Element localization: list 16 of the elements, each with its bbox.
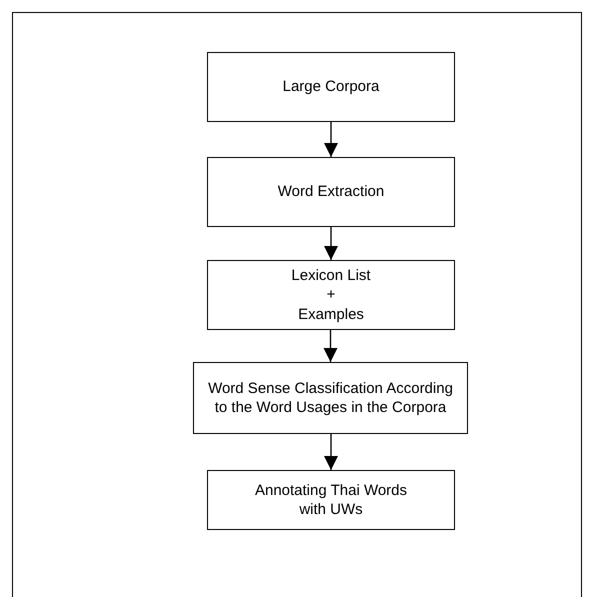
arrow [324, 434, 338, 470]
box-text: + [326, 285, 336, 305]
arrow [324, 227, 338, 260]
box-text: Annotating Thai Words with UWs [254, 480, 408, 520]
process-box [207, 52, 455, 122]
arrow [324, 122, 338, 157]
box-text: Lexicon List [291, 266, 371, 286]
box-text: Examples [298, 304, 364, 324]
arrow [324, 330, 338, 362]
box-text: Large Corpora [282, 77, 380, 97]
box-text: Word Extraction [278, 182, 384, 202]
box-text: Word Sense Classification According to the Word Usages in the Corpora [207, 378, 454, 418]
process-box [207, 157, 455, 227]
process-box [207, 470, 455, 530]
process-box [193, 362, 468, 434]
process-box [207, 260, 455, 330]
